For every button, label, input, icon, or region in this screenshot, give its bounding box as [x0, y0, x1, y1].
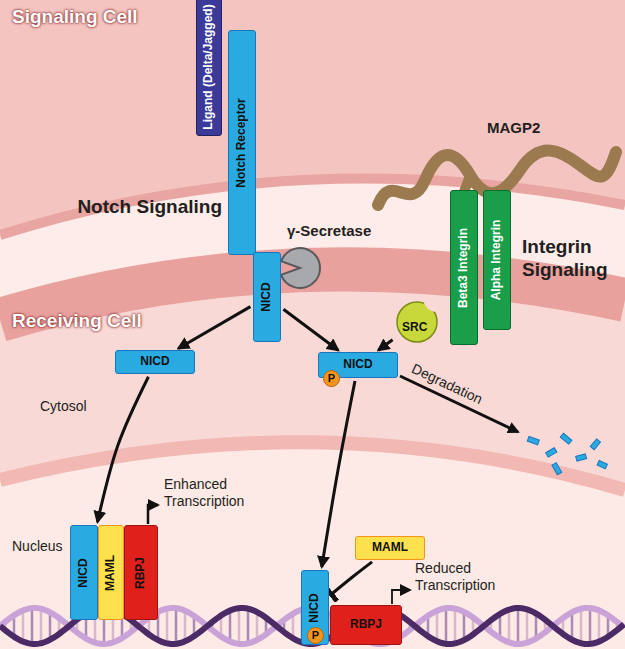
- node-text: SRC: [402, 321, 427, 335]
- dna-rung: [49, 612, 52, 639]
- dna-rung: [526, 609, 529, 642]
- gamma-secretase-symbol: [281, 248, 320, 288]
- fragment: [546, 448, 557, 457]
- node-text: NICD: [77, 558, 91, 587]
- dna-rung: [22, 610, 25, 641]
- node-text: NICD: [308, 593, 322, 622]
- nicd-box: NICD P: [301, 570, 329, 645]
- rbpj-box: RBPJ: [330, 605, 402, 645]
- dna-rung: [238, 608, 241, 644]
- fragment: [552, 463, 562, 475]
- nucleus: [0, 442, 625, 649]
- fragment: [560, 433, 572, 444]
- dna-rung: [580, 609, 583, 643]
- src-crescent-shape: [397, 302, 437, 342]
- dna-rung: [508, 610, 511, 643]
- transcription-label: Enhanced Transcription: [164, 476, 274, 510]
- pathway-label: Notch Signaling: [77, 196, 222, 219]
- node-text: Notch Receptor: [235, 98, 249, 187]
- dna-rung: [463, 612, 466, 640]
- receptor-box: Notch Receptor: [228, 30, 256, 255]
- node-text: Ligand (Delta/Jagged): [202, 4, 216, 129]
- cell-label: Receiving Cell: [12, 310, 142, 333]
- fragment: [527, 436, 539, 444]
- nicd-box: NICD: [115, 350, 195, 374]
- dna-rung: [175, 608, 178, 644]
- enzyme-label: γ-Secretase: [287, 222, 371, 240]
- nicd-box: NICD: [253, 252, 281, 342]
- dna-rung: [454, 609, 457, 644]
- transcription-arrow: [392, 590, 410, 604]
- fragment: [576, 454, 587, 461]
- phosphate-circle: P: [307, 627, 324, 644]
- node-text: P: [312, 629, 319, 642]
- arrow-connector: [178, 307, 250, 349]
- dna-rung: [571, 612, 574, 639]
- arrow-connector: [97, 377, 148, 522]
- nuclear-envelope: [0, 442, 625, 490]
- rbpj-box: RBPJ: [124, 525, 158, 620]
- intercellular-space: [0, 179, 625, 320]
- integrin-box: Alpha Integrin: [483, 190, 511, 330]
- dna-rung: [166, 609, 169, 644]
- transcription-arrow: [148, 505, 158, 524]
- ligand-box: Ligand (Delta/Jagged): [196, 0, 222, 136]
- compartment-label: Nucleus: [12, 538, 63, 555]
- dna-rung: [229, 611, 232, 642]
- arrow-connector: [378, 340, 392, 350]
- dna-rung: [598, 610, 601, 641]
- cell-label: Signaling Cell: [12, 6, 138, 29]
- nicd-box: NICDP: [318, 352, 398, 378]
- arrow-connector: [322, 381, 355, 567]
- node-text: NICD: [140, 355, 169, 369]
- node-text: NICD: [260, 282, 274, 311]
- node-text: Beta3 Integrin: [457, 227, 471, 307]
- node-text: P: [328, 372, 335, 385]
- fragment: [597, 460, 607, 468]
- dna-rung: [589, 608, 592, 644]
- protein-label: MAGP2: [487, 119, 540, 137]
- node-text: NICD: [343, 358, 372, 372]
- arrow-label: Degradation: [406, 359, 488, 409]
- compartment-label: Cytosol: [40, 398, 87, 415]
- fragment: [590, 439, 600, 450]
- node-text: MAML: [104, 555, 118, 591]
- dna-rung: [436, 611, 439, 642]
- nicd-box: NICD: [70, 525, 98, 620]
- dna-rung: [247, 609, 250, 644]
- dna-rung: [256, 612, 259, 640]
- dna-rung: [184, 611, 187, 642]
- phosphate-circle: P: [323, 370, 340, 387]
- dna-rung: [445, 608, 448, 644]
- node-text: Alpha Integrin: [490, 220, 504, 301]
- dna-rung: [40, 609, 43, 643]
- transcription-label: Reduced Transcription: [415, 560, 525, 594]
- node-text: RBPJ: [134, 556, 148, 588]
- dna-rung: [517, 608, 520, 644]
- degraded-fragments: [527, 433, 607, 474]
- inhibition-connector: [331, 562, 372, 594]
- arrow-connector: [283, 309, 338, 350]
- integrin-box: Beta3 Integrin: [450, 190, 478, 345]
- maml-box: MAML: [355, 536, 425, 560]
- pathway-label: Integrin Signaling: [522, 236, 622, 282]
- node-text: RBPJ: [350, 618, 382, 632]
- node-text: MAML: [372, 541, 408, 555]
- src-crescent: SRC: [395, 300, 439, 344]
- maml-box: MAML: [98, 525, 124, 620]
- dna-rung: [31, 608, 34, 644]
